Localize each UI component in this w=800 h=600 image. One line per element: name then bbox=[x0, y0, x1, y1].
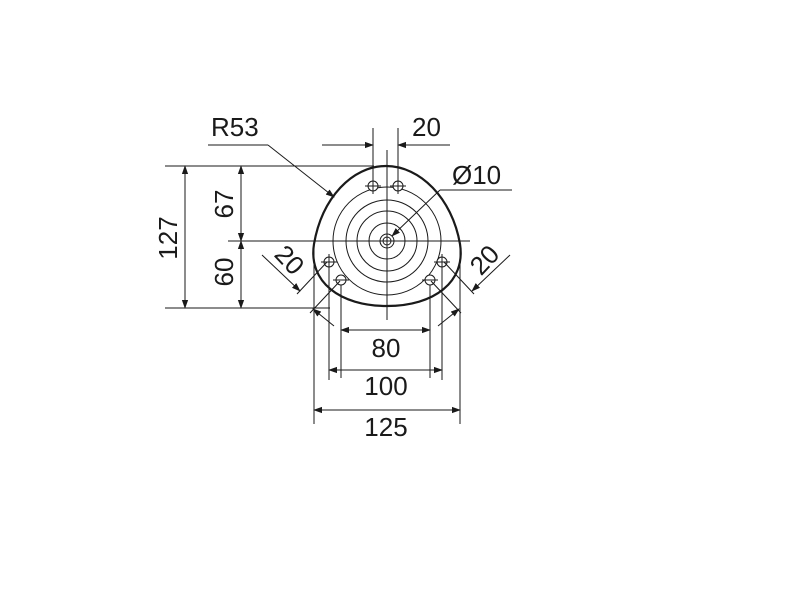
center-lines bbox=[300, 150, 470, 320]
dim-bottom-extensions bbox=[313, 250, 461, 424]
dim-radius-leader bbox=[208, 144, 335, 198]
label-overall-width: 125 bbox=[364, 412, 407, 442]
mounting-holes bbox=[321, 180, 450, 286]
label-center-hole: Ø10 bbox=[452, 160, 501, 190]
label-hole-offset-left: 20 bbox=[269, 239, 311, 281]
dim-vertical-extensions bbox=[165, 165, 374, 309]
label-hole-offset-right: 20 bbox=[464, 239, 506, 281]
label-radius: R53 bbox=[211, 112, 259, 142]
label-upper-height: 67 bbox=[209, 190, 239, 219]
dim-bolt-spacing-top bbox=[322, 128, 450, 194]
label-bolt-spacing-top: 20 bbox=[412, 112, 441, 142]
dim-hole-offset-left bbox=[261, 254, 341, 327]
label-inner-hole-span: 80 bbox=[372, 333, 401, 363]
dim-center-hole-leader bbox=[391, 189, 512, 237]
label-outer-hole-span: 100 bbox=[364, 371, 407, 401]
label-lower-height: 60 bbox=[209, 258, 239, 287]
label-overall-height: 127 bbox=[153, 216, 183, 259]
